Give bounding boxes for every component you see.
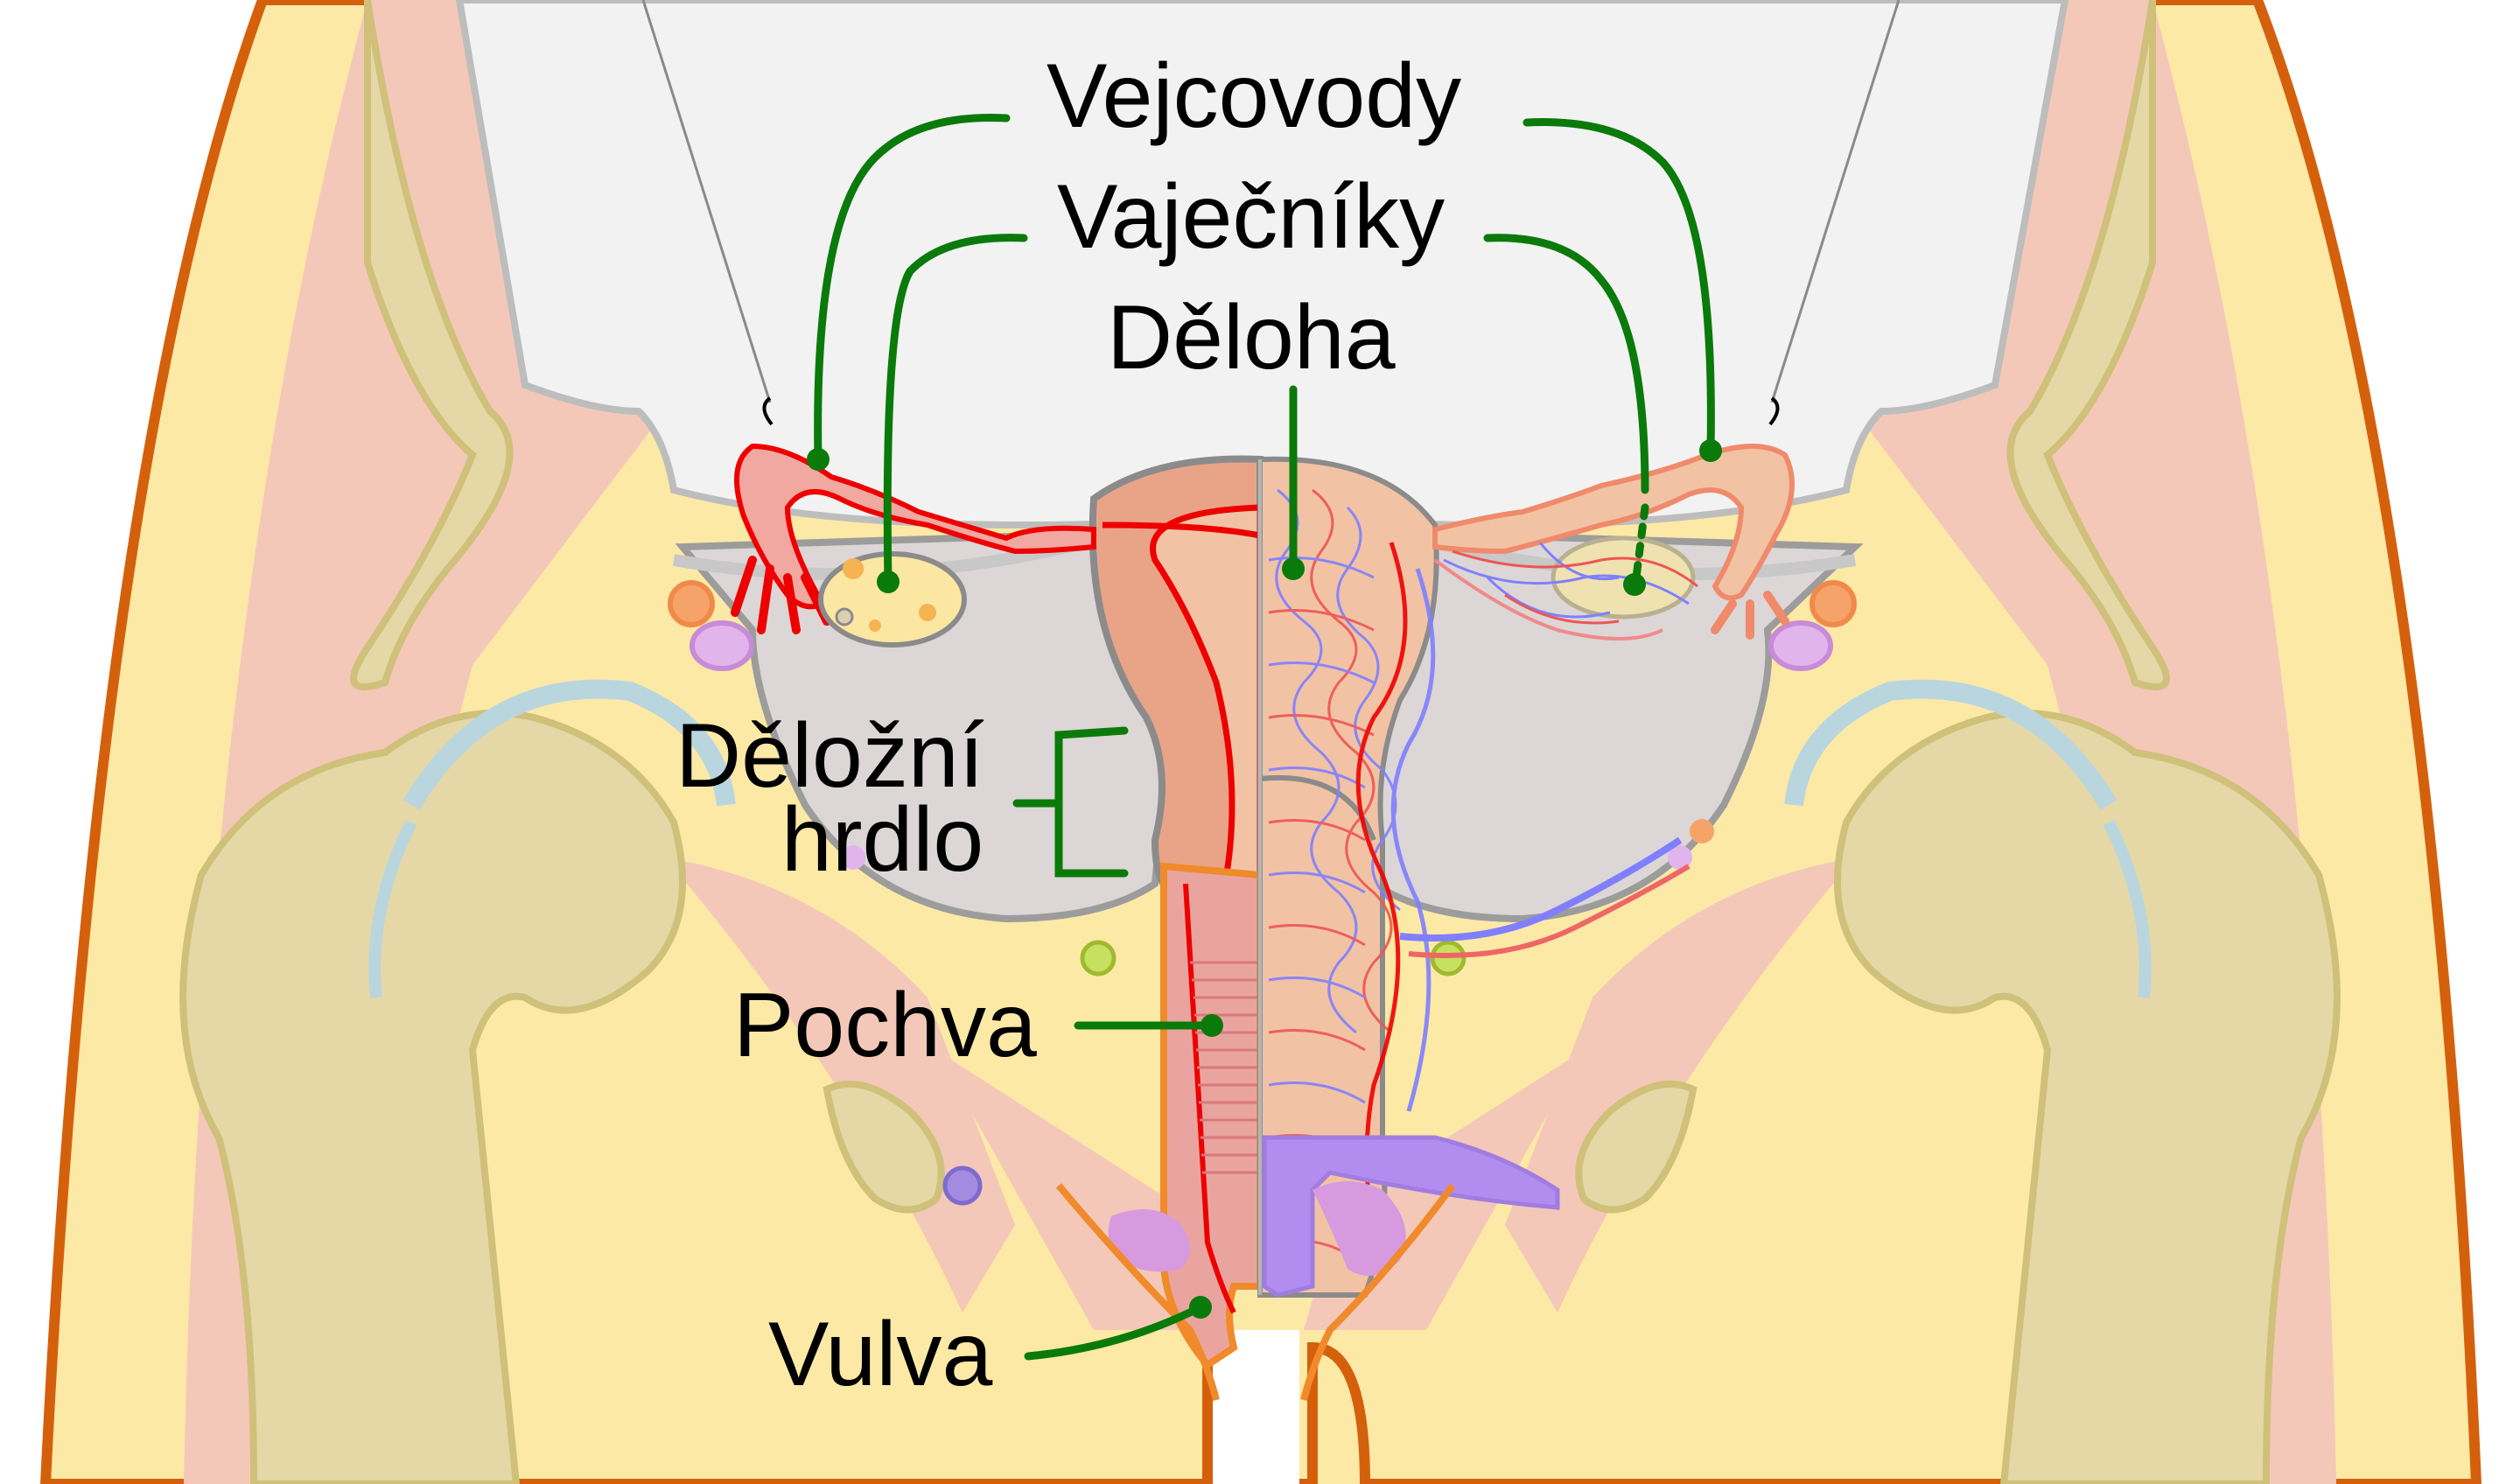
pelvic-bones	[179, 0, 2341, 1484]
right-ovary	[1443, 536, 1698, 625]
leader-vajecniky-right	[1483, 234, 1649, 494]
right-uterine-vessels	[1399, 558, 1690, 958]
left-fallopian-tube	[731, 443, 1096, 634]
broad-ligament	[675, 529, 1864, 923]
iliac-vessels	[668, 580, 1857, 1206]
leader-dot-pochva	[1200, 1014, 1223, 1037]
label-fallopian-tubes: Vejcovody	[1046, 46, 1462, 147]
label-uterus: Děloha	[1107, 287, 1396, 388]
label-cervix-line2: hrdlo	[781, 789, 984, 891]
leader-vejcovody-right	[1522, 118, 1715, 455]
leader-dot-vajecniky-left	[877, 570, 900, 593]
leader-dot-deloha	[1282, 557, 1305, 580]
hip-cartilage	[368, 679, 2152, 998]
left-ovary	[818, 551, 967, 648]
leader-vejcovody-left	[814, 114, 1011, 464]
suspensory-ligaments	[641, 0, 1900, 426]
label-leaders	[807, 114, 1722, 1361]
leader-dot-vajecniky-right	[1623, 573, 1646, 596]
leader-dot-vejcovody-right	[1699, 439, 1722, 462]
label-vagina: Pochva	[733, 975, 1037, 1076]
right-fallopian-tube	[1432, 444, 1795, 640]
leader-cervix-bracket	[1012, 726, 1129, 878]
label-vulva: Vulva	[768, 1304, 993, 1405]
label-cervix-line1: Děložní	[676, 705, 984, 807]
leader-vulva	[1024, 1304, 1203, 1361]
label-ovaries: Vaječníky	[1057, 166, 1446, 268]
leader-vajecniky-left	[883, 234, 1028, 586]
leader-vajecniky-right-dotted	[1632, 503, 1649, 582]
leader-dot-vulva	[1189, 1296, 1212, 1319]
leader-dot-vejcovody-left	[807, 448, 830, 471]
erectile-tissue	[1108, 1135, 1560, 1298]
vaginal-rugae	[1190, 961, 1260, 1174]
